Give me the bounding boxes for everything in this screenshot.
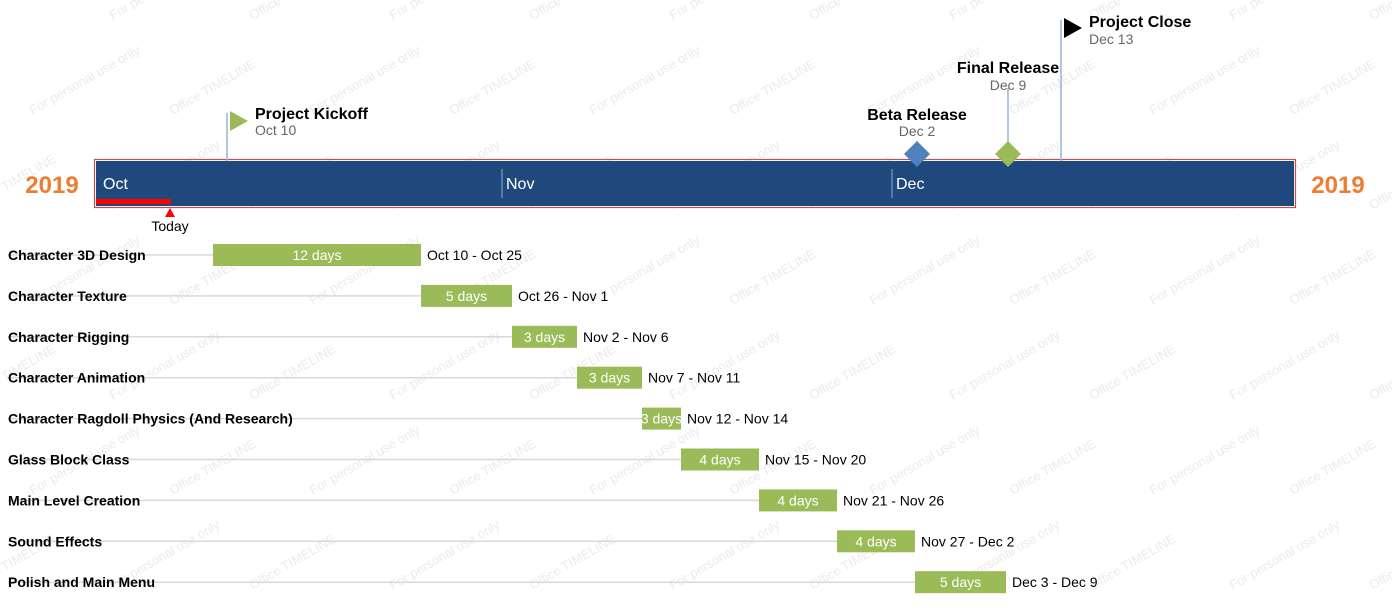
task-dates-label: Nov 7 - Nov 11	[648, 370, 741, 386]
task-duration-label: 3 days	[641, 411, 682, 427]
final-release-diamond-marker	[995, 141, 1021, 167]
final-release-date: Dec 9	[990, 77, 1027, 93]
task-bar	[213, 244, 421, 266]
task-bar	[642, 407, 681, 430]
task-dates-label: Oct 10 - Oct 25	[427, 247, 522, 263]
task-bar	[837, 530, 915, 553]
task-dates-label: Oct 26 - Nov 1	[518, 288, 608, 304]
year-label-left: 2019	[25, 172, 78, 199]
task-duration-label: 12 days	[292, 247, 341, 263]
task-bar	[915, 571, 1006, 594]
project-kickoff-title: Project Kickoff	[255, 106, 369, 123]
task-bar	[577, 366, 642, 389]
project-kickoff-flag-marker	[230, 111, 248, 131]
task-name: Character Animation	[8, 370, 145, 386]
task-duration-label: 3 days	[524, 329, 565, 345]
task-dates-label: Dec 3 - Dec 9	[1012, 574, 1098, 590]
task-name: Character 3D Design	[8, 247, 146, 263]
task-duration-label: 3 days	[589, 370, 630, 386]
task-name: Sound Effects	[8, 533, 102, 549]
beta-release-title: Beta Release	[867, 107, 967, 124]
task-dates-label: Nov 12 - Nov 14	[687, 411, 788, 427]
month-label-nov: Nov	[506, 176, 534, 193]
task-duration-label: 4 days	[855, 533, 896, 549]
task-duration-label: 4 days	[777, 492, 818, 508]
task-name: Glass Block Class	[8, 452, 130, 468]
beta-release-diamond-marker	[904, 141, 930, 167]
task-dates-label: Nov 2 - Nov 6	[583, 329, 669, 345]
task-duration-label: 5 days	[940, 574, 981, 590]
task-duration-label: 5 days	[446, 288, 487, 304]
beta-release-date: Dec 2	[899, 123, 936, 139]
month-label-dec: Dec	[896, 176, 924, 193]
project-close-flag-marker	[1064, 18, 1082, 38]
task-name: Polish and Main Menu	[8, 574, 155, 590]
project-close-date: Dec 13	[1089, 31, 1134, 47]
month-label-oct: Oct	[103, 176, 128, 193]
task-dates-label: Nov 21 - Nov 26	[843, 492, 944, 508]
task-name: Character Ragdoll Physics (And Research)	[8, 411, 293, 427]
project-kickoff-date: Oct 10	[255, 122, 296, 138]
task-name: Character Rigging	[8, 329, 129, 345]
task-bar	[512, 325, 577, 348]
today-label: Today	[151, 218, 188, 234]
task-dates-label: Nov 27 - Dec 2	[921, 533, 1015, 549]
final-release-title: Final Release	[957, 60, 1059, 77]
timeline-band	[96, 161, 1294, 206]
task-bar	[681, 448, 759, 471]
task-bar	[421, 284, 512, 307]
timeline-band-border	[93, 158, 1297, 209]
project-close-title: Project Close	[1089, 14, 1191, 31]
task-dates-label: Nov 15 - Nov 20	[765, 452, 866, 468]
year-label-right: 2019	[1311, 172, 1364, 199]
today-progress-bar	[96, 199, 171, 204]
task-name: Character Texture	[8, 288, 127, 304]
task-bar	[759, 489, 837, 512]
task-duration-label: 4 days	[699, 452, 740, 468]
task-name: Main Level Creation	[8, 492, 140, 508]
today-marker	[165, 208, 175, 217]
